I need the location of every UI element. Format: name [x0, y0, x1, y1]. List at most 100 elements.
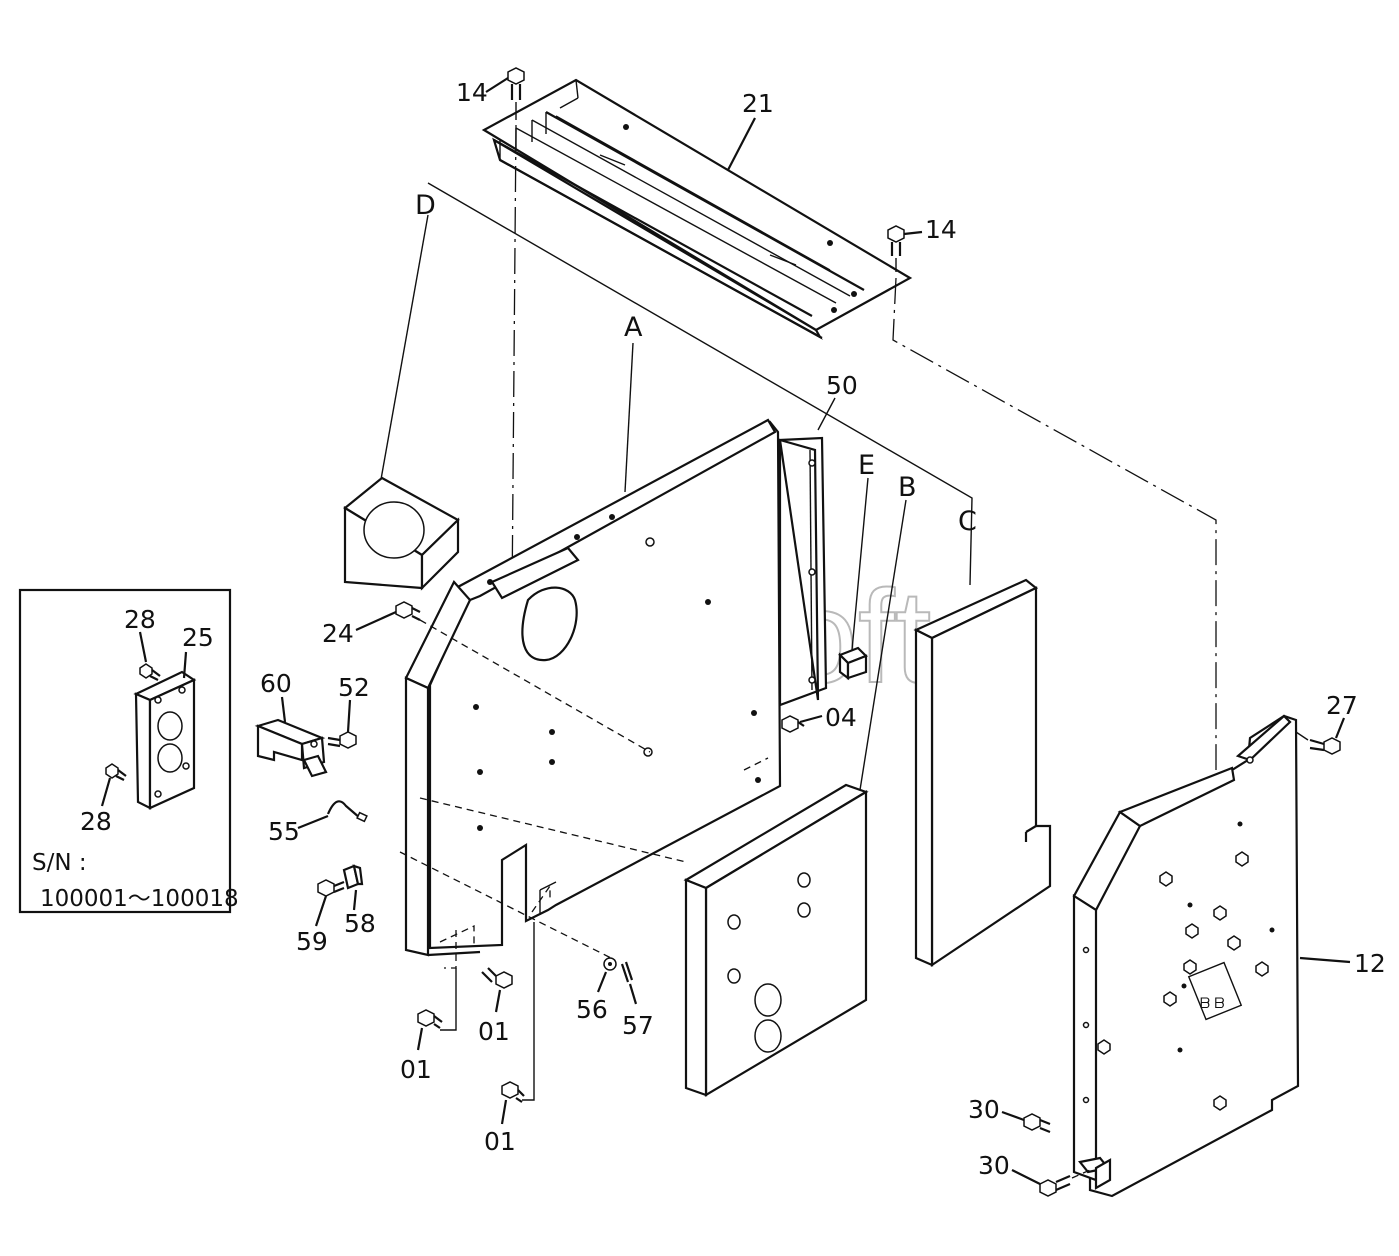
- part-d-square-pad: [343, 476, 460, 591]
- bolt-52: [327, 731, 357, 749]
- label-part-50: 50: [826, 371, 858, 400]
- bolt-14-left: [507, 67, 525, 120]
- part-25-plate: [133, 670, 197, 810]
- leader-50: [817, 397, 836, 431]
- part-e-small-block: [838, 646, 868, 681]
- leader-25: [182, 651, 188, 679]
- leader-21: [727, 117, 756, 171]
- label-part-28-top: 28: [124, 605, 156, 634]
- part-57-pin: [620, 961, 634, 983]
- part-55-wire: [326, 800, 368, 823]
- dashed-path-55: [419, 797, 687, 863]
- part-b-insulation-plate: [683, 783, 869, 1097]
- bolt-14-right: [887, 225, 905, 272]
- leader-58: [352, 889, 358, 911]
- axis-line-top-left: [511, 124, 517, 601]
- label-part-55: 55: [268, 817, 300, 846]
- label-part-14-right: 14: [925, 215, 957, 244]
- label-part-58: 58: [344, 909, 376, 938]
- leader-01-bottom: [500, 1099, 508, 1125]
- label-part-60: 60: [260, 669, 292, 698]
- leader-28-top: [138, 631, 148, 663]
- callout-line-d-c: [427, 182, 973, 586]
- callout-line-d: [379, 214, 429, 486]
- part-60-bracket: [254, 718, 328, 778]
- label-part-01-bottom: 01: [484, 1127, 516, 1156]
- callout-e: E: [858, 450, 875, 481]
- label-part-52: 52: [338, 673, 370, 702]
- bolt-24: [395, 601, 421, 621]
- label-part-28-bottom: 28: [80, 807, 112, 836]
- leader-55: [297, 814, 329, 830]
- label-part-01-center: 01: [478, 1017, 510, 1046]
- label-part-56: 56: [576, 995, 608, 1024]
- label-part-59: 59: [296, 927, 328, 956]
- label-part-14-top: 14: [456, 78, 488, 107]
- part-21-top-cover: [481, 78, 913, 340]
- label-part-25: 25: [182, 623, 214, 652]
- callout-line-b: [859, 499, 907, 791]
- serial-number-label: S/N :: [32, 850, 87, 876]
- leader-52: [346, 699, 352, 733]
- bolt-27: [1295, 731, 1341, 755]
- part-c-side-insulation: [913, 578, 1052, 968]
- callout-c: C: [958, 506, 977, 537]
- label-part-57: 57: [622, 1011, 654, 1040]
- label-part-27: 27: [1326, 691, 1358, 720]
- leader-12: [1299, 956, 1351, 964]
- leader-01-left: [416, 1027, 424, 1051]
- leader-24: [355, 610, 397, 632]
- callout-line-a: [624, 342, 634, 493]
- leader-56: [596, 971, 608, 993]
- leader-01-center: [494, 989, 502, 1013]
- label-part-21: 21: [742, 89, 774, 118]
- panel-marking: ᗷ ᗷ: [1200, 996, 1225, 1012]
- label-part-30-upper: 30: [968, 1095, 1000, 1124]
- part-12-right-side-panel: ᗷ ᗷ: [1072, 714, 1300, 1198]
- bolt-30-lower: [1039, 1169, 1091, 1197]
- leader-14-top: [485, 77, 509, 93]
- leader-27: [1334, 717, 1346, 739]
- dashed-bracket-right: [531, 883, 551, 913]
- bolt-59: [317, 879, 345, 897]
- callout-b: B: [898, 472, 917, 503]
- part-56-washer: [603, 957, 617, 971]
- bolt-04: [781, 715, 805, 733]
- leader-04: [799, 714, 823, 724]
- label-part-30-lower: 30: [978, 1151, 1010, 1180]
- callout-d: D: [415, 190, 436, 221]
- dashed-bracket-center: [439, 924, 475, 946]
- bolt-01-left: [417, 1009, 443, 1029]
- label-part-12: 12: [1354, 949, 1386, 978]
- leader-30-lower: [1011, 1169, 1041, 1185]
- bolt-01-path-a: [440, 968, 457, 1031]
- bolt-28-bottom: [105, 763, 127, 781]
- label-part-04: 04: [825, 703, 857, 732]
- bolt-28-top: [139, 663, 161, 681]
- main-frame-panel: [404, 418, 828, 957]
- bolt-01-bottom: [501, 1081, 525, 1103]
- leader-28-bottom: [100, 777, 112, 807]
- callout-a: A: [624, 312, 643, 343]
- inset-frame: [18, 588, 232, 914]
- inset-serial-variant: 28 25 28 S/N : 100001～100018: [18, 588, 239, 914]
- label-part-01-left: 01: [400, 1055, 432, 1084]
- axis-line-top-right: [892, 277, 1217, 770]
- bolt-30-upper: [1023, 1113, 1051, 1134]
- dashed-path-04: [743, 757, 769, 771]
- serial-number-range: 100001～100018: [40, 886, 239, 912]
- leader-57: [628, 983, 638, 1005]
- leader-60: [280, 696, 287, 723]
- dashed-path-24: [419, 619, 651, 753]
- bolt-01-center: [481, 967, 513, 989]
- label-part-24: 24: [322, 619, 354, 648]
- leader-14-right: [903, 230, 923, 236]
- dashed-path-56: [399, 851, 616, 961]
- part-58-clip: [342, 864, 364, 890]
- leader-30-upper: [1001, 1110, 1025, 1122]
- bolt-01-path-c: [522, 922, 535, 1101]
- callout-line-e: [851, 477, 869, 651]
- leader-59: [314, 895, 328, 927]
